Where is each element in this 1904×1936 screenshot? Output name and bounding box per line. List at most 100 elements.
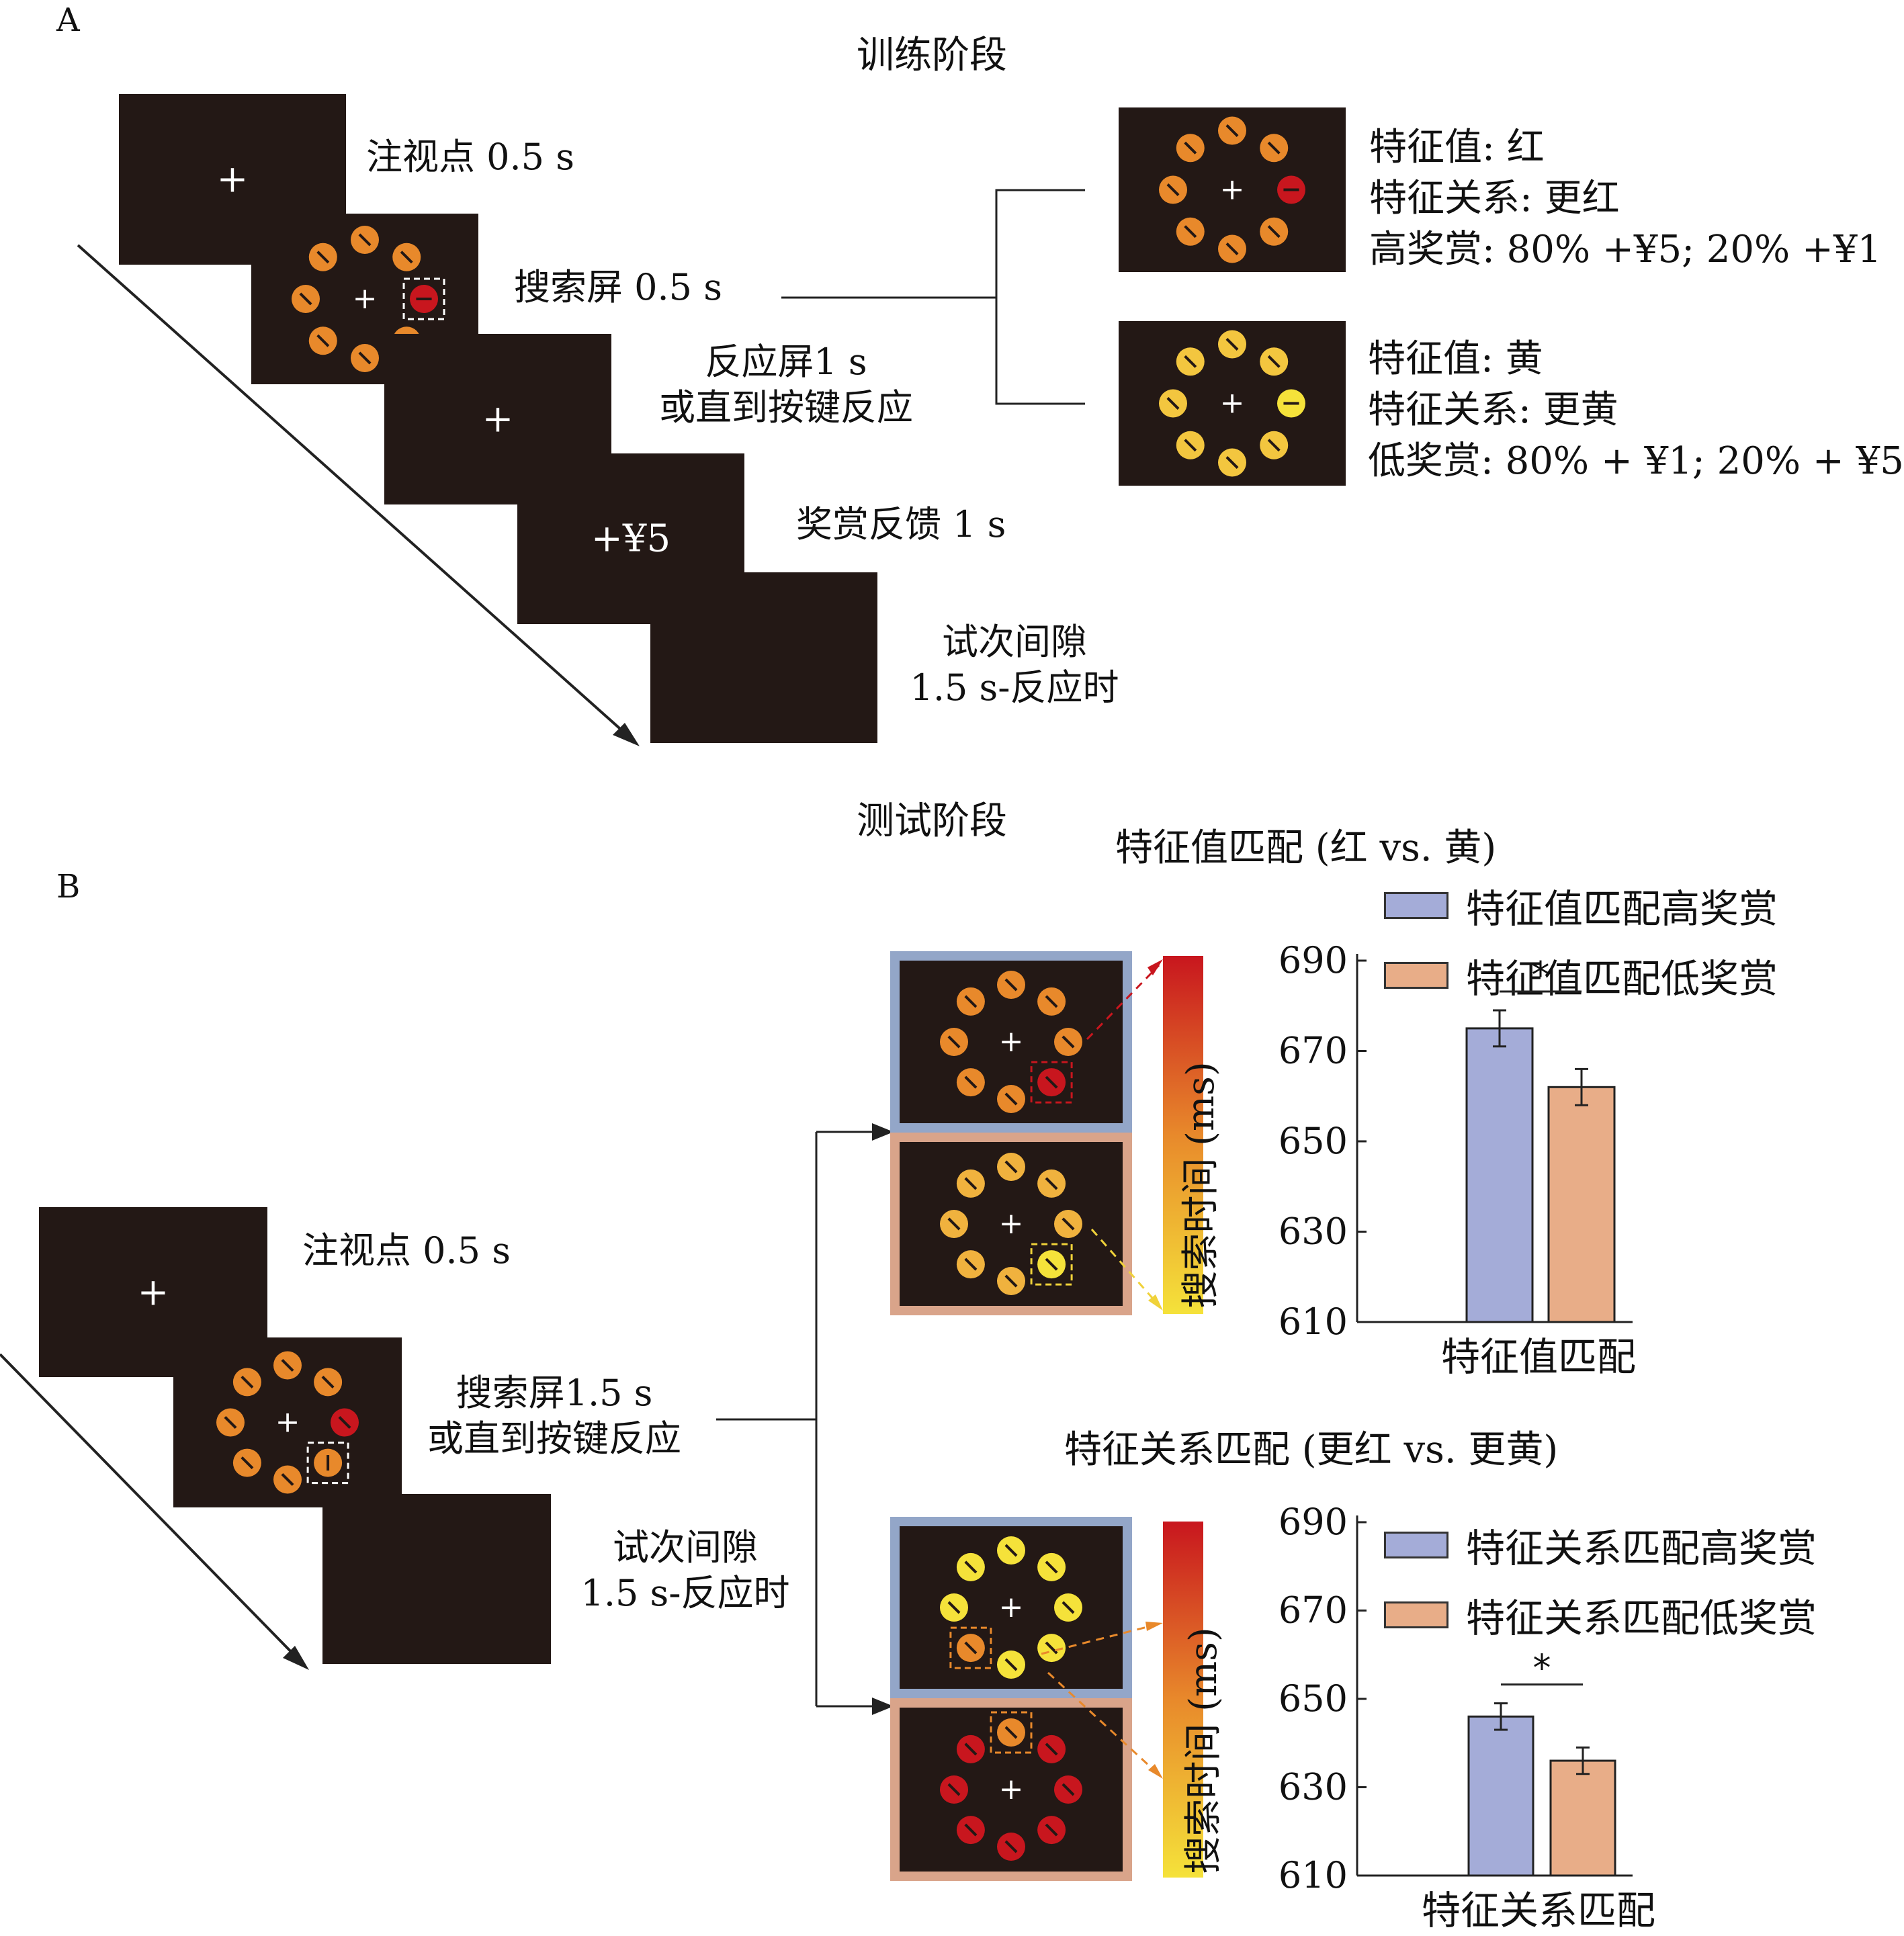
red-condition-screen: + [1119,107,1346,272]
fixation-cross: + [999,1590,1024,1624]
y-tick-label: 670 [1279,1589,1348,1632]
search-disk [997,1267,1025,1295]
search-disk [216,1408,245,1437]
search-disk [1037,1169,1066,1198]
orange-dashed-arrow-up [1041,1623,1158,1655]
search-disk [232,1448,261,1477]
search-disk [1260,134,1289,163]
bar [1465,1027,1534,1323]
iti-screen [650,572,877,743]
search-disk [1260,431,1289,459]
x-axis-label: 特征值匹配 [1441,1334,1636,1380]
search-disk [1277,175,1305,204]
y-tick-label: 690 [1279,939,1348,981]
search-disk [1260,217,1289,246]
search-disk [956,1552,985,1581]
test-bracket [716,1123,894,1715]
search-disk [1218,234,1246,263]
y-tick-label: 670 [1279,1030,1348,1072]
search-disk [273,1351,302,1380]
red-dashed-arrow [1086,964,1160,1041]
step-fixation-label: 注视点 0.5 s [366,136,574,178]
test-search-screen: + [173,1337,402,1507]
test-step-search-label: 搜索屏1.5 s 或直到按键反应 [427,1372,681,1460]
search-disk [956,1250,985,1279]
panel-b-title: 测试阶段 [857,799,1007,843]
search-disk [1054,1210,1082,1238]
fixation-cross: + [353,281,378,316]
low-swatch [1384,962,1448,989]
test-step-fixation-label: 注视点 0.5 s [302,1229,511,1272]
chart1-legend-high: 特征值匹配高奖赏 [1384,877,1778,934]
target-highlight-box [402,277,445,320]
red-condition-text: 特征值: 红 特征关系: 更红 高奖赏: 80% +¥5; 20% +¥1 [1369,126,1882,271]
chart2-legend-low: 特征关系匹配低奖赏 [1384,1587,1817,1643]
y-tick-label: 650 [1279,1120,1348,1162]
search-disk [1054,1775,1082,1804]
search-disk [292,285,320,313]
panel-a-time-arrow [77,244,640,746]
step-search-label: 搜索屏 0.5 s [514,266,722,308]
yellow-condition-screen: + [1119,321,1346,486]
target-highlight-box [1030,1061,1073,1104]
high-swatch [1384,892,1448,919]
search-disk [997,1153,1025,1181]
relation-gradient-bar [1163,1522,1203,1878]
significance-star: * [1533,1647,1551,1689]
condition-bracket [781,189,1085,405]
search-disk [1030,1061,1073,1104]
search-disk [1030,1243,1073,1286]
orange-dashed-arrow-down [1047,1671,1159,1775]
value-high-frame: + [890,951,1132,1133]
search-disk [1037,1734,1066,1763]
search-disk [273,1465,302,1494]
color-gradient-bars [1041,956,1203,1878]
chart1-legend: 特征值匹配高奖赏 特征值匹配低奖赏 [1384,877,1778,1004]
search-disk [1159,389,1187,418]
search-disk [308,326,337,355]
search-disk [331,1408,359,1437]
y-tick-label: 610 [1279,1854,1348,1896]
chart2-title: 特征关系匹配 (更红 vs. 更黄) [1064,1428,1559,1472]
target-highlight-box [990,1711,1033,1754]
chart1-legend-low: 特征值匹配低奖赏 [1384,947,1778,1004]
search-disk [1054,1593,1082,1622]
y-tick-label: 630 [1279,1766,1348,1808]
panel-b-letter: B [56,868,81,906]
test-step-iti-label: 试次间隙 1.5 s-反应时 [580,1526,790,1614]
search-disk [997,1536,1025,1565]
fixation-cross: + [999,1772,1024,1806]
step-iti-label: 试次间隙 1.5 s-反应时 [910,621,1119,709]
search-disk [990,1711,1033,1754]
search-disk [1037,1552,1066,1581]
test-iti-screen [322,1494,551,1664]
target-highlight-box [1030,1243,1073,1286]
search-disk [940,1210,968,1238]
search-disk [1218,448,1246,477]
relation-high-frame: + [890,1517,1132,1698]
yellow-dashed-arrow [1090,1229,1159,1305]
chart2-ylabel: 搜索时间 (ms) [1182,1627,1225,1874]
fixation-cross: + [1220,173,1245,207]
fixation-cross: + [137,1270,169,1314]
search-disk [956,1169,985,1198]
search-disk [1054,1028,1082,1056]
fixation-cross: + [1220,386,1245,421]
bar [1549,1759,1616,1877]
search-disk [1176,217,1205,246]
search-disk [997,1651,1025,1679]
search-disk [314,1368,343,1397]
chart1-title: 特征值匹配 (红 vs. 黄) [1115,826,1497,870]
fixation-cross: + [999,1206,1024,1241]
step-response-label: 反应屏1 s 或直到按键反应 [659,341,913,429]
search-disk [956,1734,985,1763]
bar [1467,1715,1534,1877]
chart2-legend-high: 特征关系匹配高奖赏 [1384,1517,1817,1573]
search-disk [392,243,421,271]
search-disk [940,1028,968,1056]
fixation-cross: + [999,1024,1024,1059]
search-disk [1218,330,1246,359]
low-swatch [1384,1601,1448,1628]
